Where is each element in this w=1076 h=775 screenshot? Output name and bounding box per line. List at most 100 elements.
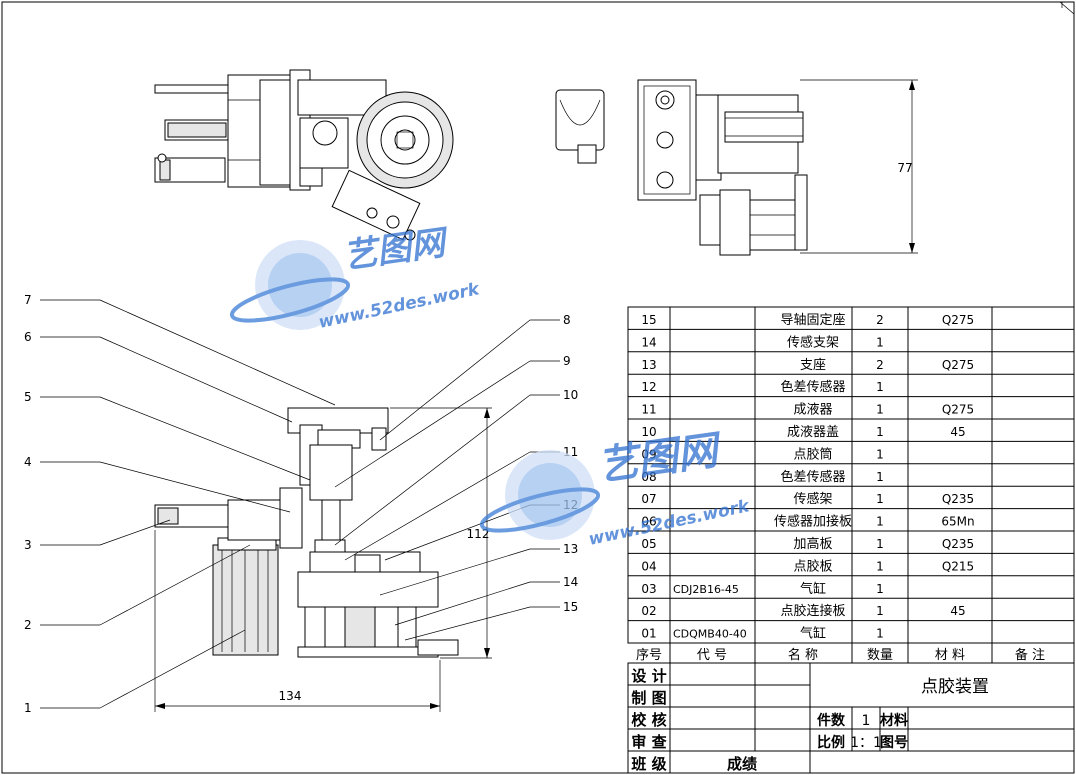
bom-cell-no: 09 bbox=[641, 447, 656, 461]
bom-cell-name: 点胶连接板 bbox=[780, 603, 845, 619]
bom-header: 序号 代 号 名 称 数量 材 料 备 注 bbox=[636, 647, 1045, 663]
bom-cell-qty: 1 bbox=[876, 380, 884, 394]
watermark-brand: 艺图网 bbox=[341, 222, 453, 277]
bom-cell-no: 10 bbox=[641, 425, 656, 439]
bom-cell-qty: 1 bbox=[876, 403, 884, 417]
bom-cell-name: 气缸 bbox=[800, 626, 826, 642]
bom-cell-qty: 1 bbox=[876, 492, 884, 506]
bom-cell-qty: 2 bbox=[876, 358, 884, 372]
tb-class: 班 级 bbox=[631, 755, 667, 773]
callout-1: 1 bbox=[24, 701, 32, 715]
callout-9: 9 bbox=[563, 354, 571, 368]
bom-cell-name: 色差传感器 bbox=[780, 469, 845, 485]
bom-cell-no: 08 bbox=[641, 470, 656, 484]
callout-6: 6 bbox=[24, 330, 32, 344]
callout-4: 4 bbox=[24, 455, 32, 469]
tb-count-label: 件数 bbox=[817, 712, 846, 729]
watermark-globe-icon-2 bbox=[479, 450, 601, 540]
bom-cell-qty: 1 bbox=[876, 582, 884, 596]
bom-cell-no: 05 bbox=[641, 537, 656, 551]
bom-header-code: 代 号 bbox=[697, 648, 727, 663]
callout-7: 7 bbox=[24, 293, 32, 307]
bom-cell-material: Q235 bbox=[942, 492, 974, 506]
watermark-brand-2: 艺图网 bbox=[595, 427, 726, 490]
bom-cell-material: 45 bbox=[950, 425, 965, 439]
dimension-77: 77 bbox=[800, 79, 918, 254]
callout-8: 8 bbox=[563, 313, 571, 327]
bom-cell-name: 点胶板 bbox=[793, 558, 832, 574]
bom-cell-no: 11 bbox=[641, 403, 656, 417]
bom-cell-material: Q215 bbox=[942, 559, 974, 573]
bom-cell-name: 成液器盖 bbox=[787, 425, 839, 440]
title-block: 设 计 制 图 校 核 审 查 班 级 成绩 点胶装置 件数 1 材料 比例 1… bbox=[627, 662, 1075, 774]
bom-cell-qty: 1 bbox=[876, 470, 884, 484]
tb-scale-label: 比例 bbox=[817, 734, 845, 751]
bom-cell-material: 45 bbox=[950, 604, 965, 618]
callout-14: 14 bbox=[563, 575, 578, 589]
tb-scale-value: 1：1 bbox=[850, 735, 882, 751]
tb-score: 成绩 bbox=[727, 755, 757, 773]
dim-112-label: 112 bbox=[467, 527, 490, 541]
bom-cell-name: 支座 bbox=[800, 358, 826, 373]
watermark-globe-icon bbox=[229, 240, 351, 330]
bom-header-material: 材 料 bbox=[935, 648, 965, 663]
bom-cell-qty: 1 bbox=[876, 335, 884, 349]
bom-cell-material: Q275 bbox=[942, 403, 974, 417]
bom-cell-name: 色差传感器 bbox=[780, 379, 845, 395]
bom-cell-qty: 1 bbox=[876, 559, 884, 573]
bom-cell-qty: 1 bbox=[876, 604, 884, 618]
bom-cell-name: 加高板 bbox=[793, 536, 832, 552]
dim-77-label: 77 bbox=[897, 161, 912, 175]
callout-2: 2 bbox=[24, 618, 32, 632]
bom-cell-qty: 1 bbox=[876, 515, 884, 529]
tb-review: 审 查 bbox=[631, 733, 667, 751]
bom-cell-no: 07 bbox=[641, 492, 656, 506]
bom-cell-name: 传感支架 bbox=[787, 334, 839, 350]
dimension-134: 134 bbox=[154, 530, 441, 712]
bom-cell-material: Q235 bbox=[942, 537, 974, 551]
bom-header-note: 备 注 bbox=[1015, 647, 1045, 663]
bom-cell-no: 03 bbox=[641, 582, 656, 596]
callout-13: 13 bbox=[563, 542, 578, 556]
top-view bbox=[154, 69, 454, 241]
bom-cell-name: 导轴固定座 bbox=[780, 313, 845, 328]
tb-draft: 制 图 bbox=[631, 689, 666, 707]
bom-cell-name: 传感器加接板 bbox=[774, 514, 852, 530]
tb-design: 设 计 bbox=[631, 667, 666, 685]
callout-3: 3 bbox=[24, 538, 32, 552]
front-view bbox=[154, 407, 459, 658]
dim-134-label: 134 bbox=[279, 689, 302, 703]
bom-cell-material: 65Mn bbox=[941, 515, 974, 529]
callout-5: 5 bbox=[24, 390, 32, 404]
tb-title: 点胶装置 bbox=[921, 677, 989, 697]
bom-header-name: 名 称 bbox=[788, 647, 818, 663]
bom-cell-qty: 1 bbox=[876, 425, 884, 439]
bom-cell-no: 06 bbox=[641, 515, 656, 529]
bom-cell-no: 15 bbox=[641, 313, 656, 327]
bom-cell-name: 传感架 bbox=[793, 491, 832, 507]
bom-cell-material: Q275 bbox=[942, 313, 974, 327]
tb-check: 校 核 bbox=[631, 711, 666, 729]
tb-material-label: 材料 bbox=[880, 712, 908, 729]
callout-10: 10 bbox=[563, 388, 578, 402]
bom-cell-no: 04 bbox=[641, 559, 656, 573]
bom-cell-no: 13 bbox=[641, 358, 656, 372]
bom-header-qty: 数量 bbox=[867, 648, 893, 663]
tb-count-value: 1 bbox=[862, 713, 871, 729]
callout-15: 15 bbox=[563, 600, 578, 614]
bom-cell-qty: 1 bbox=[876, 537, 884, 551]
side-view bbox=[555, 79, 808, 256]
dimension-112: 112 bbox=[390, 407, 492, 659]
bom-cell-no: 01 bbox=[641, 627, 656, 641]
bom-cell-material: Q275 bbox=[942, 358, 974, 372]
bom-cell-qty: 2 bbox=[876, 313, 884, 327]
bom-cell-name: 点胶筒 bbox=[793, 446, 832, 462]
bom-cell-no: 14 bbox=[641, 335, 656, 349]
bom-cell-code: CDQMB40-40 bbox=[673, 628, 747, 641]
bom-cell-code: CDJ2B16-45 bbox=[673, 583, 739, 596]
bom-cell-no: 12 bbox=[641, 380, 656, 394]
bom-cell-qty: 1 bbox=[876, 627, 884, 641]
